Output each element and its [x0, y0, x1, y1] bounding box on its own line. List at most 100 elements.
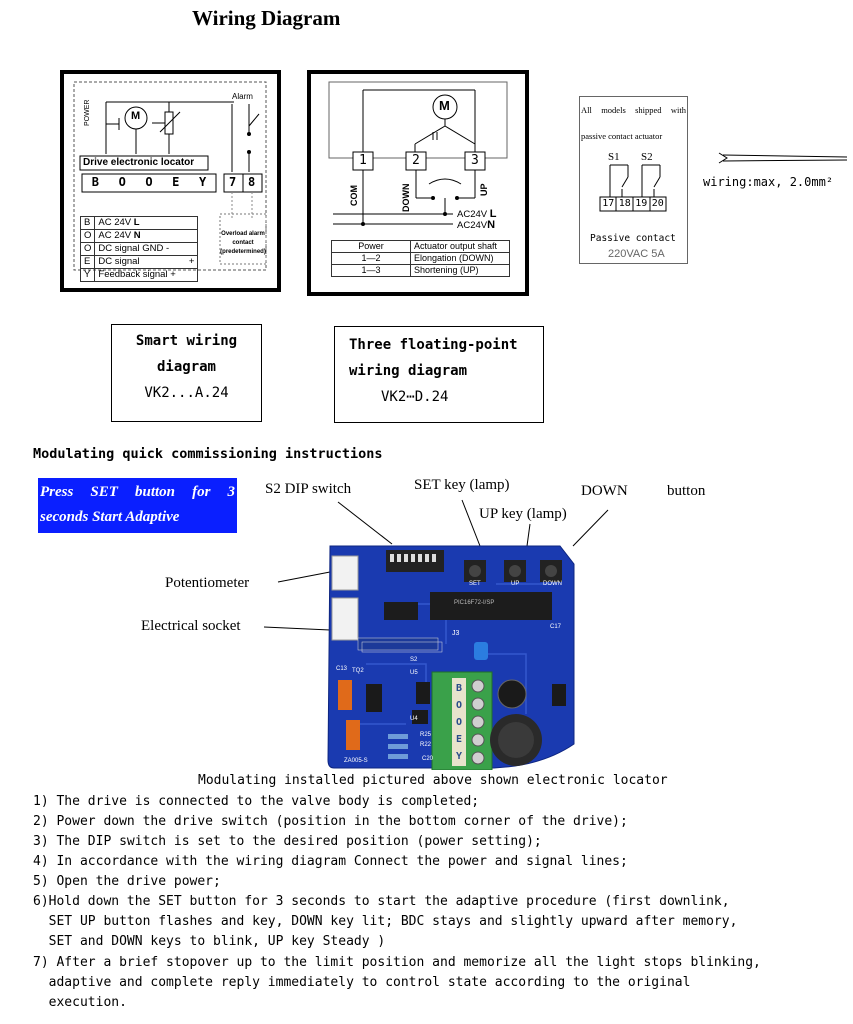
board-u5-label: U5: [410, 670, 418, 676]
legend-code: Y: [79, 268, 96, 282]
set-key-label: SET key (lamp): [414, 477, 510, 493]
section-heading: Modulating quick commissioning instructi…: [33, 446, 383, 462]
table-cell: 1—3: [331, 264, 411, 277]
cable-icon: [718, 152, 848, 164]
terminal-1: 1: [359, 153, 367, 168]
photo-caption: Modulating installed pictured above show…: [198, 773, 668, 788]
passive-switch-schematic: [599, 164, 667, 212]
smart-wiring-schematic: [73, 81, 267, 271]
step-6-cont: SET UP button flashes and key, DOWN key …: [33, 914, 738, 929]
terminal-18: 18: [618, 198, 631, 209]
step-7-cont2: execution.: [33, 995, 127, 1010]
locator-label: Drive electronic locator: [83, 157, 195, 168]
down-label: DOWN: [401, 183, 411, 213]
board-s2-label: S2: [410, 657, 418, 663]
table-row: 1—3 Shortening (UP): [331, 264, 510, 277]
step-4: 4) In accordance with the wiring diagram…: [33, 854, 628, 869]
circuit-board-drawing: [327, 545, 575, 771]
legend-desc: DC signal GND -: [94, 242, 199, 256]
board-c17-label: C17: [550, 624, 562, 630]
board-u4-label: U4: [410, 716, 418, 722]
dip-switch-label: S2 DIP switch: [265, 481, 352, 497]
terminal-y: Y: [198, 175, 207, 189]
passive-note-line2: passive contact actuator: [581, 131, 663, 141]
up-label: UP: [479, 183, 489, 196]
board-terminal-labels: B O O E Y: [455, 683, 463, 762]
step-7: 7) After a brief stopover up to the limi…: [33, 955, 761, 970]
legend-desc: DC signal +: [94, 255, 199, 269]
terminal-e: E: [172, 175, 180, 189]
s2-label: S2: [641, 151, 653, 163]
step-5: 5) Open the drive power;: [33, 874, 221, 889]
board-r25-label: R25: [420, 732, 432, 738]
board-r22-label: R22: [420, 742, 432, 748]
board-down-label: DOWN: [543, 581, 562, 587]
legend-code: O: [79, 229, 96, 243]
smart-wiring-caption: Smart wiring diagram VK2...A.24: [111, 324, 262, 422]
board-tq2-label: TQ2: [352, 668, 364, 674]
table-cell: Elongation (DOWN): [410, 252, 510, 265]
table-cell: Shortening (UP): [410, 264, 510, 277]
floating-point-caption: Three floating-point wiring diagram VK2⋯…: [334, 326, 544, 423]
passive-note-line1: All models shipped with: [581, 105, 686, 115]
terminal-19: 19: [635, 198, 648, 209]
up-key-label: UP key (lamp): [479, 506, 567, 522]
cable-spec: wiring:max, 2.0mm²: [703, 175, 834, 189]
legend-desc: Feedback signal +: [94, 268, 199, 282]
board-model-label: ZA005-S: [344, 758, 368, 764]
legend-desc: AC 24V N: [94, 229, 199, 243]
passive-caption: Passive contact: [590, 233, 676, 244]
step-2: 2) Power down the drive switch (position…: [33, 814, 628, 829]
floating-point-diagram: M 1 2 3 COM DOWN UP AC24V L AC24VN Power…: [307, 70, 529, 296]
terminal-3: 3: [471, 153, 479, 168]
terminal-17: 17: [602, 198, 615, 209]
motor-symbol-2: M: [439, 98, 450, 113]
electrical-socket-label: Electrical socket: [141, 618, 241, 634]
board-j3-label: J3: [452, 630, 460, 637]
terminal-o: O: [118, 175, 126, 189]
page-title: Wiring Diagram: [192, 6, 341, 30]
header-shaft: Actuator output shaft: [410, 240, 510, 253]
legend-code: E: [79, 255, 96, 269]
header-power: Power: [331, 240, 411, 253]
button-label: button: [667, 483, 706, 499]
passive-contact-panel: All models shipped with passive contact …: [579, 96, 688, 264]
smart-wiring-diagram: POWER M Alarm Drive electronic locator B…: [60, 70, 281, 292]
terminal-20: 20: [651, 198, 664, 209]
terminal-row: B O O E Y: [82, 175, 216, 189]
board-c13-label: C13: [336, 666, 348, 672]
table-row: 1—2 Elongation (DOWN): [331, 252, 510, 265]
alarm-terminal-7: 7: [229, 175, 237, 189]
table-header: Power Actuator output shaft: [331, 240, 510, 253]
s1-label: S1: [608, 151, 620, 163]
board-c20-label: C20: [422, 756, 434, 762]
step-6: 6)Hold down the SET button for 3 seconds…: [33, 894, 730, 909]
legend-desc: AC 24V L: [94, 216, 199, 230]
step-7-cont: adaptive and complete reply immediately …: [33, 975, 691, 990]
floating-point-schematic: [328, 81, 508, 226]
board-set-label: SET: [469, 581, 481, 587]
step-3: 3) The DIP switch is set to the desired …: [33, 834, 542, 849]
circuit-board-photo: PIC16F72-I/SP SET UP DOWN J3 S2 U5 U4 R2…: [326, 544, 576, 771]
power-label: POWER: [84, 99, 91, 126]
board-up-label: UP: [511, 581, 520, 587]
terminal-2: 2: [412, 153, 420, 168]
potentiometer-label: Potentiometer: [165, 575, 250, 591]
ac-l-label: AC24V L: [457, 208, 497, 220]
table-cell: 1—2: [331, 252, 411, 265]
step-6-cont2: SET and DOWN keys to blink, UP key Stead…: [33, 934, 386, 949]
motor-symbol: M: [131, 110, 141, 122]
alarm-terminal-8: 8: [248, 175, 256, 189]
passive-rating: 220VAC 5A: [608, 248, 665, 260]
down-label-callout: DOWN: [581, 483, 628, 499]
alarm-label: Alarm: [232, 92, 253, 101]
legend-code: B: [79, 216, 96, 230]
terminal-o2: O: [145, 175, 153, 189]
com-label: COM: [349, 185, 359, 206]
